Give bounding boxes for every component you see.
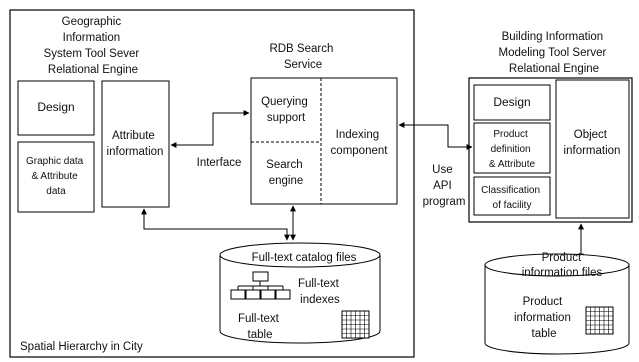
querying-line: support [267,112,306,124]
product-def-line: Product [493,129,528,140]
fulltext-table-label: Full-text table [238,313,282,341]
gis-title-line: Information [63,32,121,44]
product-table-label: Product information table [514,296,574,340]
bim-server-frame [468,77,633,223]
api-line: program [423,196,466,208]
product-files-line: information files [522,267,603,279]
bim-title-line: Relational Engine [509,63,599,75]
product-table-line: Product [523,296,563,308]
interface-arrow [170,110,250,148]
attribute-info-box [101,80,170,208]
bim-design-label: Design [493,95,530,109]
attribute-line: Attribute [112,130,155,142]
classification-label: Classification of facility [481,185,543,211]
search-line: engine [269,175,304,187]
gis-design-box [17,80,95,136]
search-engine-label: Search engine [266,159,306,187]
bim-design-box [473,84,551,121]
gis-title-line: Geographic [62,16,122,28]
product-definition-box [473,122,551,174]
index-tree-icon [230,271,291,300]
classification-line: Classification [481,185,540,196]
product-table-grid-icon [585,306,614,335]
attribute-line: information [107,146,164,158]
classification-line: of facility [493,200,532,211]
bim-title-line: Building Information [502,31,604,43]
rdb-search-box [250,77,398,205]
graphic-line: Graphic data [26,156,84,167]
product-def-line: definition [491,144,531,155]
indexing-line: component [331,145,389,157]
gis-title-line: System Tool Sever [44,48,140,60]
table-line: table [248,329,273,341]
indexing-line: Indexing [336,129,379,141]
object-line: information [564,145,621,157]
graphic-line: & Attribute [32,171,79,182]
gis-server-frame [9,9,415,358]
table-line: Full-text [238,313,280,325]
fulltext-indexes-label: Full-text indexes [298,278,342,306]
graphic-data-label: Graphic data & Attribute data [26,156,86,197]
object-info-label: Object information [564,129,621,157]
object-info-box [555,79,630,219]
indexes-line: Full-text [298,278,340,290]
catalog-title: Full-text catalog files [252,252,357,264]
product-files-label: Product information files [522,252,603,279]
graphic-data-box [17,141,95,213]
search-line: Search [266,159,302,171]
product-table-line: table [532,328,557,340]
bim-title-line: Modeling Tool Server [498,47,606,59]
fulltext-table-grid-icon [341,310,370,339]
api-arrow [398,122,473,150]
querying-line: Querying [261,96,308,108]
gis-title: Geographic Information System Tool Sever… [44,16,143,76]
product-def-line: & Attribute [489,159,536,170]
indexing-component-label: Indexing component [331,129,389,157]
attribute-info-label: Attribute information [107,130,164,158]
querying-support-label: Querying support [261,96,311,124]
bim-title: Building Information Modeling Tool Serve… [498,31,609,75]
rdb-title-line: RDB Search [269,43,333,55]
rdb-title-line: Service [284,59,322,71]
api-line: Use [432,164,452,176]
product-table-line: information [514,312,571,324]
product-files-line: Product [542,252,582,264]
api-line: API [433,180,452,192]
interface-label: Interface [197,157,242,169]
rdb-title: RDB Search Service [269,43,336,71]
api-program-label: Use API program [423,164,466,208]
graphic-line: data [46,186,66,197]
object-line: Object [574,129,608,141]
product-definition-label: Product definition & Attribute [489,129,536,170]
attribute-catalog-arrow [141,208,290,241]
classification-box [473,176,551,216]
indexes-line: indexes [300,294,340,306]
spatial-hierarchy-label: Spatial Hierarchy in City [20,341,143,353]
gis-title-line: Relational Engine [48,64,138,76]
gis-design-label: Design [37,100,74,114]
